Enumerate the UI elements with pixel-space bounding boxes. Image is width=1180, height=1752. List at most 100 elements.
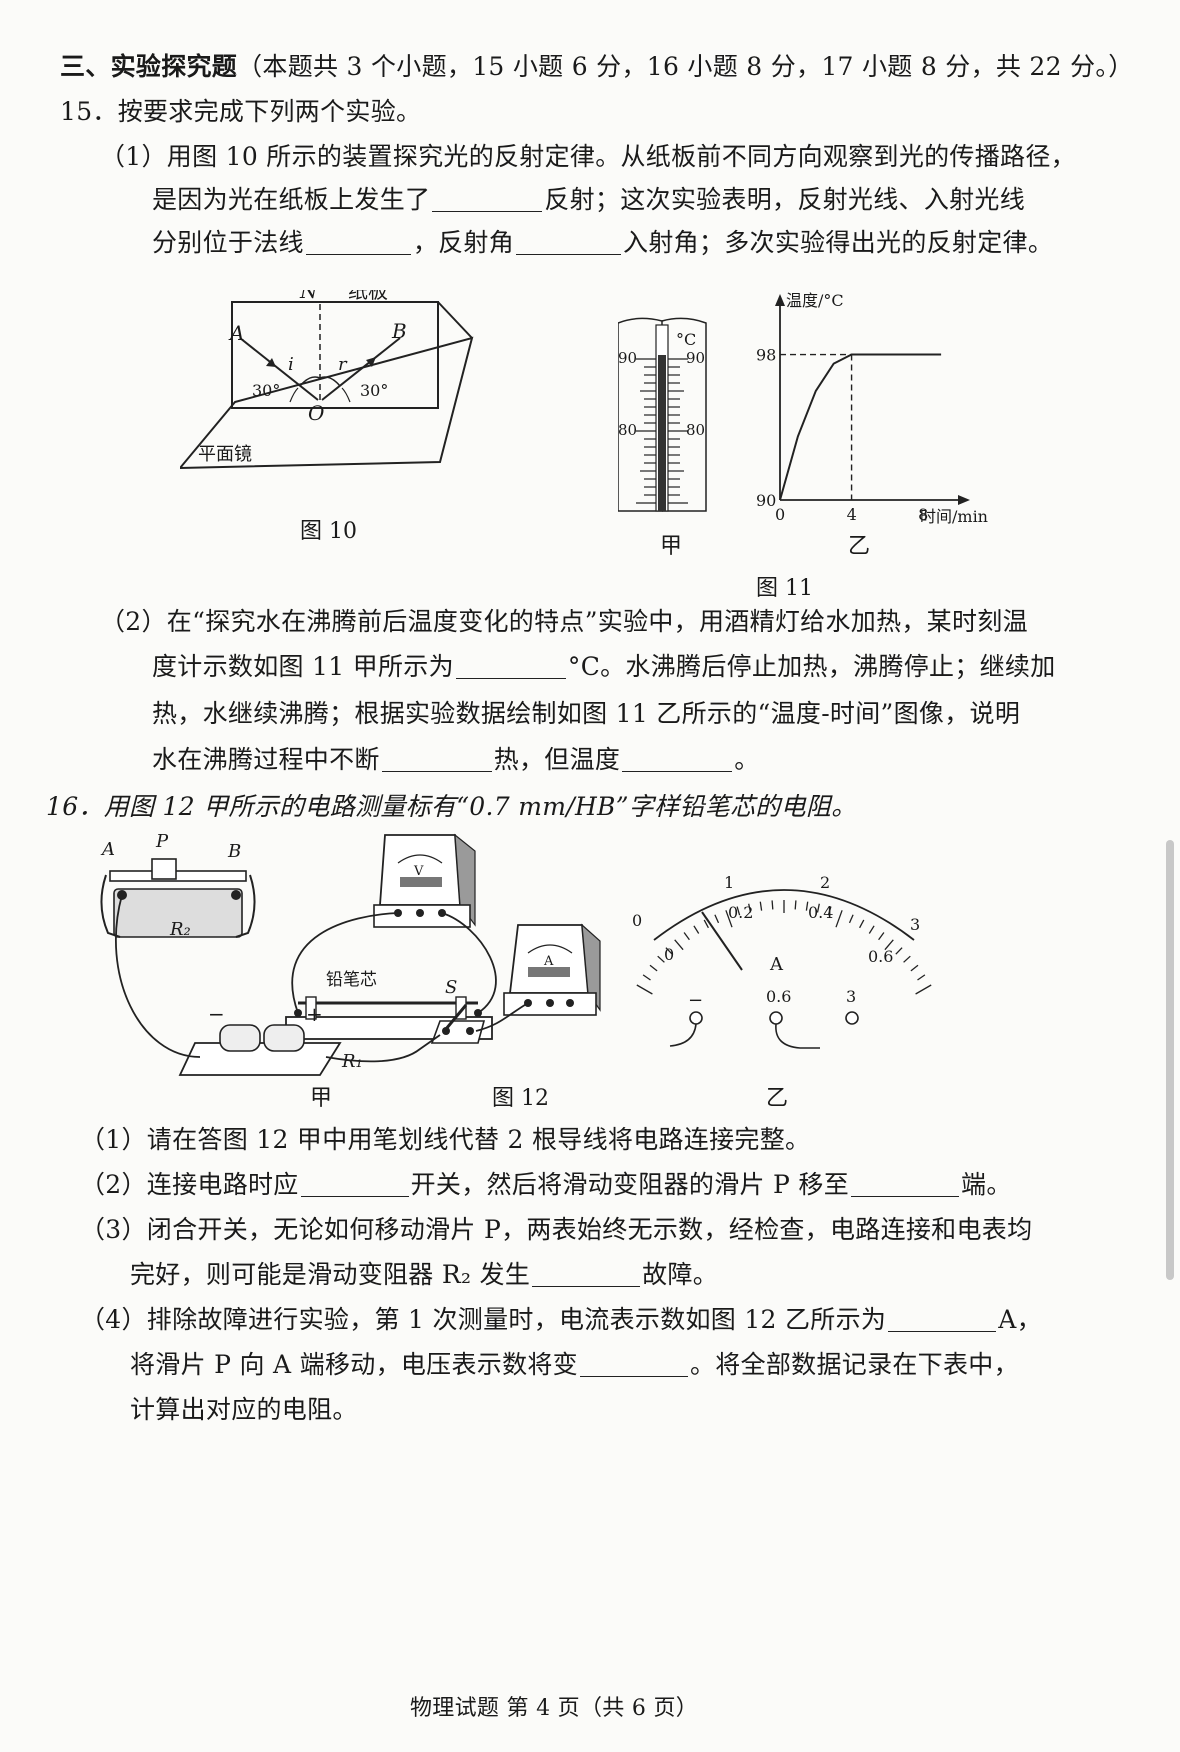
x-tick-label: 8: [918, 505, 928, 524]
q16-s4l1a: （4）排除故障进行实验，第 1 次测量时，电流表示数如图 12 乙所示为: [80, 1305, 887, 1334]
answer-blank-voltage-change[interactable]: [579, 1350, 688, 1377]
q16-s2c: 端。: [961, 1170, 1012, 1199]
label-O: O: [308, 401, 324, 425]
scale-top-0: 0: [632, 911, 642, 930]
dial-tick: [915, 984, 932, 995]
dial-tick: [759, 901, 763, 911]
dial-tick: [714, 914, 720, 924]
figure-12-ammeter-dial: 0 1 2 3 0 0.2 0.4 0.6 A − 0.6 3: [632, 873, 932, 1049]
dial-tick: [917, 974, 926, 981]
q16-s4-line3: 计算出对应的电阻。: [130, 1395, 358, 1424]
vertical-scrollbar[interactable]: [1166, 840, 1174, 1280]
meter-unit: A: [769, 954, 784, 975]
rheostat-A-label: A: [100, 839, 115, 860]
dial-tick: [736, 906, 741, 916]
thermo-80-right: 80: [686, 421, 705, 439]
dial-tick: [910, 964, 919, 972]
switch: S: [430, 977, 486, 1044]
q15-p1-l3a: 分别位于法线: [152, 228, 304, 257]
q15-p2-l4c: 。: [734, 745, 760, 774]
dial-tick: [725, 910, 733, 928]
q16-s2a: （2）连接电路时应: [80, 1170, 299, 1199]
plane-mirror: [180, 336, 474, 470]
switch-S-label: S: [445, 977, 457, 998]
rheostat-P-label: P: [155, 831, 169, 852]
answer-blank-thermometer-reading[interactable]: [455, 652, 566, 679]
label-angle-left: 30°: [252, 381, 280, 400]
voltmeter: V: [373, 833, 476, 928]
dial-tick: [771, 900, 774, 910]
answer-blank-fault-type[interactable]: [532, 1260, 641, 1287]
dial-tick: [827, 906, 832, 916]
x-axis-label: 时间/min: [920, 507, 988, 526]
dial-tick: [805, 901, 809, 911]
scale-bottom-0: 0: [664, 945, 674, 964]
label-paper-board: 纸板: [348, 290, 388, 303]
section-heading: 三、实验探究题: [60, 52, 238, 81]
label-mirror: 平面镜: [198, 444, 252, 465]
q15-p1-l3c: 入射角；多次实验得出光的反射定律。: [623, 228, 1054, 257]
y-tick-label: 90: [756, 491, 776, 510]
answer-blank-heat-absorb[interactable]: [381, 745, 492, 772]
scale-ticks: [636, 358, 688, 504]
answer-blank-slider-end[interactable]: [851, 1170, 960, 1197]
fig11-jia-label: 甲: [660, 534, 683, 559]
q15-p2-line1: （2）在“探究水在沸腾前后温度变化的特点”实验中，用酒精灯给水加热，某时刻温: [100, 607, 1028, 636]
battery-plus: +: [306, 1002, 323, 1026]
dial-tick: [657, 955, 665, 963]
figure-12-circuit: V A 铅笔芯 R₁ A: [100, 831, 601, 1076]
series-temperature-line: [779, 353, 942, 501]
dial-tick: [835, 910, 843, 928]
x-tick-label: 4: [847, 505, 857, 524]
label-B: B: [391, 319, 407, 343]
q15-title: 15．按要求完成下列两个实验。: [60, 97, 422, 126]
dial-tick: [895, 947, 903, 955]
meter-pointer: [701, 911, 743, 971]
answer-blank-current-reading[interactable]: [888, 1305, 997, 1332]
x-tick-label: 0: [775, 505, 785, 524]
figure-12-caption: 图 12: [492, 1086, 549, 1111]
battery: − +: [178, 1002, 342, 1076]
dial-tick: [636, 984, 653, 995]
q16-s2b: 开关，然后将滑动变阻器的滑片 P 移至: [410, 1170, 850, 1199]
reflected-ray: [321, 337, 401, 401]
terminal-0.6: [769, 1011, 783, 1025]
q16-s4-line2: 将滑片 P 向 A 端移动，电压表示数将变。将全部数据记录在下表中，: [130, 1348, 1019, 1382]
dial-tick: [703, 919, 709, 929]
scale-bottom-0.4: 0.4: [808, 903, 833, 922]
dial-tick: [693, 925, 700, 934]
scale-bottom-0.6: 0.6: [868, 947, 893, 966]
dial-tick: [683, 932, 690, 941]
terminal-minus-label: −: [688, 990, 703, 1011]
q16-s3-line2: 完好，则可能是滑动变阻器 R₂ 发生故障。: [130, 1258, 718, 1292]
answer-blank-switch-state[interactable]: [300, 1170, 409, 1197]
q16-s2: （2）连接电路时应 开关，然后将滑动变阻器的滑片 P 移至 端。: [80, 1168, 1012, 1202]
answer-blank-normal-side[interactable]: [305, 228, 411, 255]
thermo-80-left: 80: [618, 421, 637, 439]
dial-tick: [878, 932, 885, 941]
figure-10-caption: 图 10: [300, 519, 357, 544]
answer-blank-angle-relation[interactable]: [516, 228, 622, 255]
q15-p2-l4a: 水在沸腾过程中不断: [152, 745, 380, 774]
answer-blank-reflection-type[interactable]: [432, 185, 543, 212]
q15-p2-line4: 水在沸腾过程中不断热，但温度。: [152, 743, 760, 777]
terminal-0.6-label: 0.6: [766, 987, 791, 1006]
dial-tick: [859, 919, 865, 929]
dial-tick: [665, 947, 673, 955]
q16-s3l2a: 完好，则可能是滑动变阻器 R₂ 发生: [130, 1260, 531, 1289]
thermo-90-left: 90: [618, 349, 637, 367]
q15-p1-line1: （1）用图 10 所示的装置探究光的反射定律。从纸板前不同方向观察到光的传播路径…: [100, 142, 1076, 171]
q15-p2-line2: 度计示数如图 11 甲所示为°C。水沸腾后停止加热，沸腾停止；继续加: [152, 650, 1056, 684]
R2-label: R₂: [169, 919, 191, 940]
q16-s1: （1）请在答图 12 甲中用笔划线代替 2 根导线将电路连接完整。: [80, 1125, 811, 1154]
q15-p2-line3: 热，水继续沸腾；根据实验数据绘制如图 11 乙所示的“温度-时间”图像，说明: [152, 699, 1021, 728]
terminal-3-label: 3: [846, 987, 856, 1006]
q16-s4l1b: A，: [998, 1305, 1042, 1334]
dial-tick: [674, 939, 684, 951]
answer-blank-temperature-change[interactable]: [622, 745, 733, 772]
fig12-yi-label: 乙: [766, 1086, 789, 1111]
y-axis-label: 温度/°C: [786, 291, 844, 310]
figure-10-reflection-apparatus: N 纸板 A B i r 30° 30° O 平面镜: [180, 290, 474, 470]
dial-tick: [868, 925, 875, 934]
